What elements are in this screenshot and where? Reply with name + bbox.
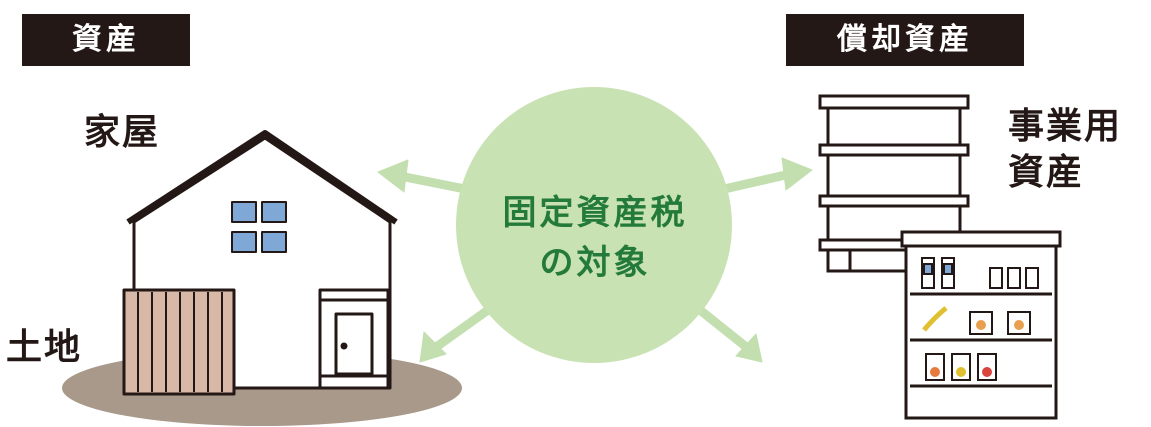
land-label: 土地 <box>6 327 83 368</box>
house-label: 家屋 <box>84 112 161 153</box>
house-icon <box>122 130 398 396</box>
depreciable-asset-tag: 償却資産 <box>786 14 1024 66</box>
center-circle <box>456 87 732 363</box>
arrow-icon <box>377 157 813 363</box>
asset-tag: 資産 <box>22 14 190 66</box>
business-asset-label: 事業用 資産 <box>1008 104 1148 196</box>
center-title: 固定資産税 の対象 <box>470 188 720 288</box>
business-asset-label-line2: 資産 <box>1008 152 1085 193</box>
center-title-line1: 固定資産税 <box>502 193 688 233</box>
center-title-line2: の対象 <box>539 243 651 283</box>
business-asset-label-line1: 事業用 <box>1008 106 1123 147</box>
showcase-icon <box>900 230 1062 420</box>
